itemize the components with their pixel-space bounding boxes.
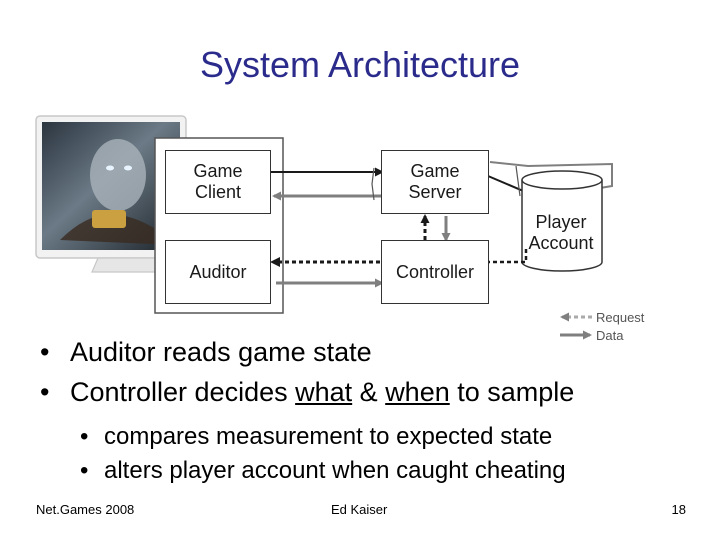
sub-bullet-dot: • [80, 423, 89, 450]
sub-bullet-text: alters player account when caught cheati… [104, 457, 566, 484]
bullet-item: • Auditor reads game state [40, 332, 574, 372]
player-account-label: Player Account [528, 212, 594, 253]
bullet-item: • Controller decides what & when to sampl… [40, 372, 574, 412]
controller-box: Controller [381, 240, 489, 304]
game-client-box: Game Client [165, 150, 271, 214]
game-server-box: Game Server [381, 150, 489, 214]
bullet-text-part: to sample [449, 377, 575, 407]
game-logo-icon [92, 210, 126, 228]
bullet-underlined-when: when [385, 377, 450, 407]
sub-bullet-list: •compares measurement to expected state … [80, 420, 566, 488]
sub-bullet-dot: • [80, 457, 89, 484]
bullet-dot: • [40, 337, 50, 367]
bullet-text: Auditor reads game state [70, 337, 372, 367]
footer-conference: Net.Games 2008 [36, 502, 135, 517]
bullet-text-part: & [352, 377, 386, 407]
player-account-database [521, 170, 603, 272]
bullet-text-part: Controller decides [70, 377, 296, 407]
bullet-underlined-what: what [295, 377, 353, 407]
bullet-dot: • [40, 377, 50, 407]
footer-page-number: 18 [671, 502, 686, 517]
bullet-list: • Auditor reads game state • Controller de… [40, 332, 574, 412]
sub-bullet-item: • compares measurement to expected state [80, 420, 566, 454]
footer-author: Ed Kaiser [331, 502, 388, 517]
legend-request-label: Request [596, 310, 645, 325]
slide-title: System Architecture [199, 44, 521, 85]
sub-bullet-text: compares measurement to expected state [104, 423, 553, 450]
legend-data-label: Data [596, 328, 624, 343]
auditor-box: Auditor [165, 240, 271, 304]
sub-bullet-item: • alters player account when caught cheat… [80, 454, 566, 488]
controller-to-account-request-arrow [486, 248, 528, 264]
